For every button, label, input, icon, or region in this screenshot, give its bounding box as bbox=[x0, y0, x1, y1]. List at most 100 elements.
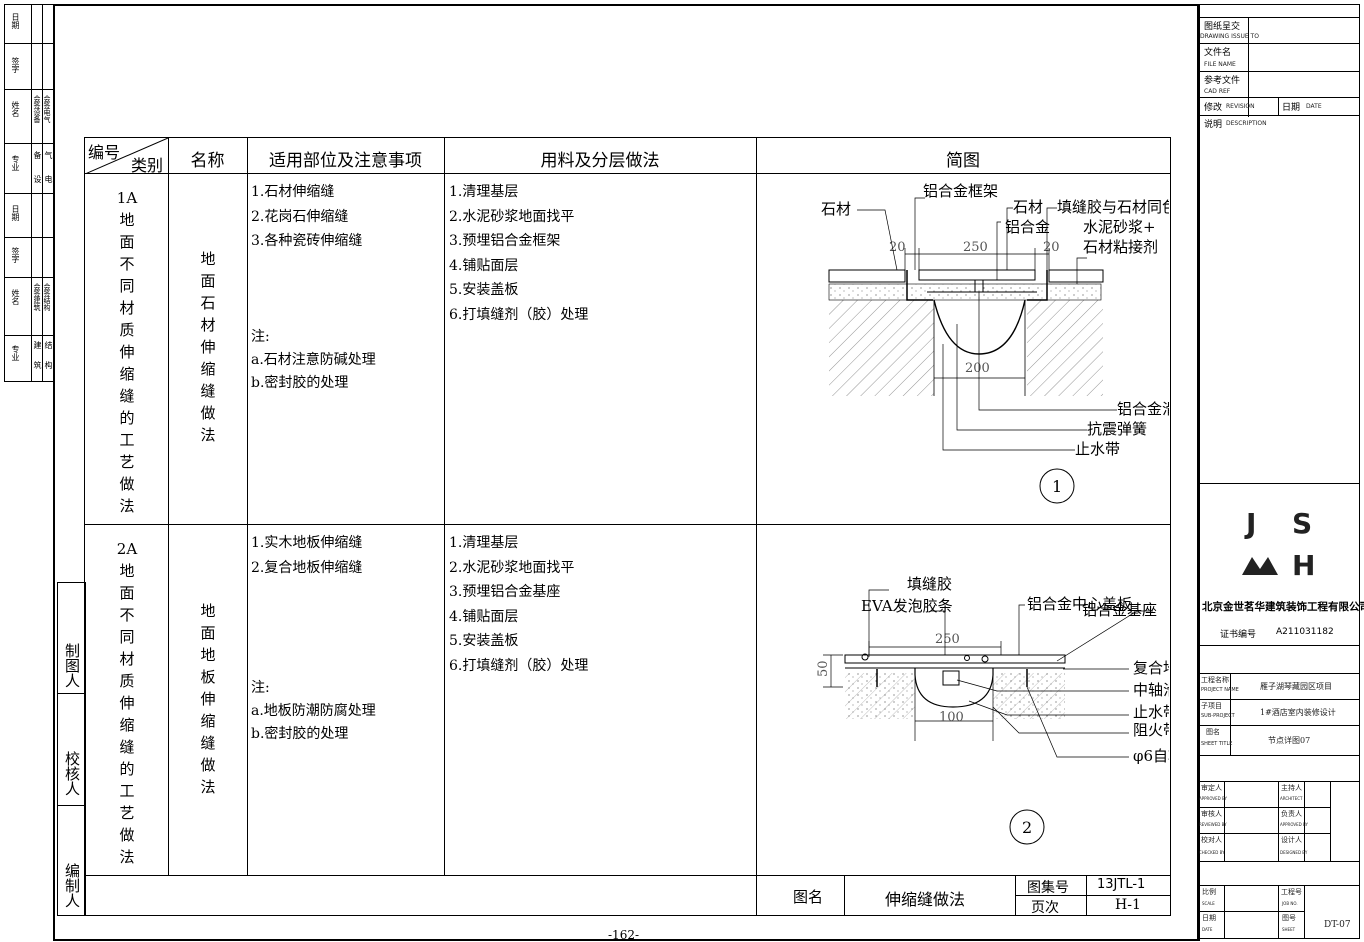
cosign-role-discipline-2: 专业 bbox=[11, 345, 20, 361]
row2-cat-char: 的 bbox=[119, 760, 135, 778]
cosign-disc-g: 结 bbox=[44, 341, 53, 349]
row2-cat-char: 伸 bbox=[119, 694, 135, 712]
row1-method-item: 6.打填缝剂（胶）处理 bbox=[449, 306, 589, 323]
row1-cat-char: 材 bbox=[119, 299, 135, 317]
row2-cat-char: 缩 bbox=[119, 716, 135, 734]
title-cn: 图名 bbox=[1206, 728, 1220, 736]
file-en: FILE NAME bbox=[1204, 61, 1236, 68]
row2-method-item: 3.预埋铝合金基座 bbox=[449, 584, 561, 601]
owner-en: APPROVED BY bbox=[1280, 822, 1309, 827]
label-filler-2: 填缝胶 bbox=[907, 575, 952, 593]
footer-atlas-label: 图集号 bbox=[1027, 880, 1069, 896]
label-alu-base: 铝合金基座 bbox=[1082, 601, 1157, 619]
drawing-frame bbox=[53, 4, 1200, 941]
cosign-disc-h: 构 bbox=[44, 361, 53, 369]
label-waterstop: 止水带 bbox=[1075, 440, 1120, 458]
label-filler: 填缝胶与石材同色 bbox=[1057, 198, 1169, 216]
rev-en: REVISION bbox=[1226, 103, 1255, 110]
cosign-role-discipline: 专业 bbox=[11, 155, 20, 171]
row2-note: a.地板防潮防腐处理 bbox=[251, 703, 376, 719]
header-category: 类别 bbox=[131, 156, 164, 175]
row1-method-item: 1.清理基层 bbox=[449, 184, 519, 200]
sig-check: 校核人 bbox=[63, 751, 81, 796]
sig-compile: 编制人 bbox=[63, 863, 81, 908]
cosign-role-date-2: 日期 bbox=[11, 205, 20, 221]
cosign-name-equipment: 会签设备 bbox=[33, 95, 41, 123]
footer-page-value: H-1 bbox=[1115, 897, 1141, 913]
row1-notes: 注: a.石材注意防碱处理 b.密封胶的处理 bbox=[251, 326, 376, 395]
desc-en: DESCRIPTION bbox=[1226, 120, 1267, 127]
header-sketch: 简图 bbox=[946, 151, 980, 171]
row1-id: 1A bbox=[116, 189, 138, 207]
row1-note: a.石材注意防碱处理 bbox=[251, 352, 376, 368]
label-stone: 石材 bbox=[1013, 198, 1043, 216]
dim-20-right: 20 bbox=[1043, 240, 1060, 255]
cosign-disc-c: 气 bbox=[44, 151, 53, 159]
row1-note: b.密封胶的处理 bbox=[251, 375, 349, 391]
sub-en: SUB-PROJECT bbox=[1201, 713, 1235, 719]
row2-scope-item: 1.实木地板伸缩缝 bbox=[251, 535, 363, 551]
row2-name-char: 面 bbox=[200, 624, 216, 642]
row2-cat-char: 做 bbox=[119, 826, 135, 844]
approve-en: APPROVED BY bbox=[1199, 796, 1228, 801]
row1-cat-char: 不 bbox=[119, 255, 135, 273]
scale-en: SCALE bbox=[1202, 901, 1215, 906]
dim-250-floor: 250 bbox=[935, 632, 960, 647]
row1-cat-char: 伸 bbox=[119, 343, 135, 361]
label-alu-frame: 铝合金框架 bbox=[923, 182, 998, 200]
label-eva: EVA发泡胶条 bbox=[861, 597, 953, 615]
cosign-disc-f: 筑 bbox=[33, 361, 42, 369]
row2-notes-title: 注: bbox=[251, 680, 270, 696]
row1-name-char: 伸 bbox=[200, 338, 216, 356]
cosign-role-sign: 签字 bbox=[11, 57, 20, 73]
date-cn: 日期 bbox=[1282, 103, 1301, 113]
dim-50: 50 bbox=[816, 660, 831, 677]
cosign-role-sign-2: 签字 bbox=[11, 247, 20, 263]
label-mortar-1: 水泥砂浆+ bbox=[1083, 218, 1156, 236]
row1-name-char: 面 bbox=[200, 272, 216, 290]
header-scope: 适用部位及注意事项 bbox=[269, 151, 422, 171]
row1-name-char: 石 bbox=[200, 294, 216, 312]
detail-circle-1 bbox=[1039, 468, 1075, 504]
footer-atlas-value: 13JTL-1 bbox=[1097, 877, 1146, 892]
architect-en: ARCHITECT bbox=[1280, 796, 1303, 801]
label-alu: 铝合金 bbox=[1005, 218, 1050, 236]
scale-cn: 比例 bbox=[1202, 888, 1216, 896]
row1-scope-item: 3.各种瓷砖伸缩缝 bbox=[251, 233, 363, 250]
cosign-role-name: 姓名 bbox=[11, 101, 20, 117]
row2-name-char: 缩 bbox=[200, 712, 216, 730]
substrate-left bbox=[829, 300, 934, 396]
row2-method-item: 2.水泥砂浆地面找平 bbox=[449, 559, 575, 576]
row1-name-char: 地 bbox=[200, 250, 216, 268]
title-value: 节点详图07 bbox=[1268, 736, 1311, 745]
slide-rod bbox=[942, 670, 960, 686]
row2-method-item: 1.清理基层 bbox=[449, 535, 519, 551]
row1-cat-char: 缝 bbox=[119, 387, 135, 405]
row1-method-item: 4.铺贴面层 bbox=[449, 257, 519, 274]
row1-scope-item: 1.石材伸缩缝 bbox=[251, 184, 335, 200]
row1-cat-char: 的 bbox=[119, 409, 135, 427]
row1-cat-char: 工 bbox=[119, 431, 135, 449]
cosign-disc-b: 设 bbox=[33, 175, 42, 183]
logo-letter-s: S bbox=[1292, 507, 1312, 540]
row2-cat-char: 工 bbox=[119, 782, 135, 800]
design-cn: 设计人 bbox=[1281, 836, 1302, 844]
issue-en: DRAWING ISSUE TO bbox=[1200, 33, 1259, 40]
page-number: -162- bbox=[608, 928, 640, 942]
row2-cat-char: 质 bbox=[119, 672, 135, 690]
owner-cn: 负责人 bbox=[1281, 810, 1302, 818]
row1-method-list: 1.清理基层 2.水泥砂浆地面找平 3.预埋铝合金框架 4.铺贴面层 5.安装盖… bbox=[449, 180, 588, 328]
company-logo: J S H bbox=[1242, 507, 1315, 581]
row1-cat-char: 法 bbox=[119, 497, 135, 515]
row2-name-char: 地 bbox=[200, 646, 216, 664]
label-fire-band: 阻火带 bbox=[1133, 721, 1169, 739]
label-composite-floor: 复合地板层 bbox=[1133, 659, 1169, 677]
footer-name-value: 伸缩缝做法 bbox=[885, 890, 966, 909]
row2-method-item: 4.铺贴面层 bbox=[449, 608, 519, 625]
job-cn: 工程号 bbox=[1281, 888, 1302, 896]
ref-cn: 参考文件 bbox=[1204, 76, 1241, 86]
row1-cat-char: 地 bbox=[119, 211, 135, 229]
row1-scope-item: 2.花岗石伸缩缝 bbox=[251, 208, 349, 225]
date2-en: DATE bbox=[1202, 927, 1213, 932]
row1-cat-char: 做 bbox=[119, 475, 135, 493]
